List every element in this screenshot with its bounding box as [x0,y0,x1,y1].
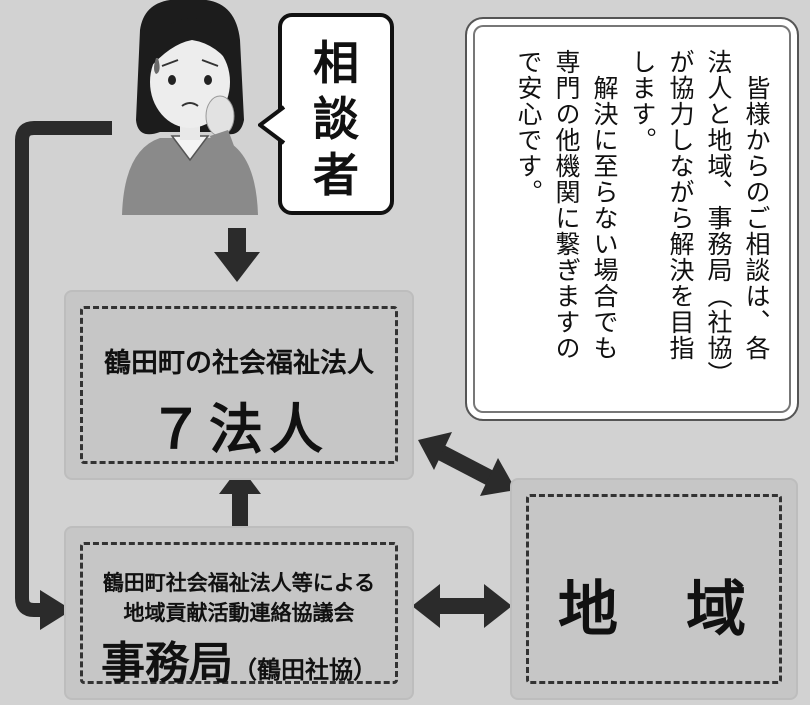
explanation-text: 皆様からのご相談は、各 法人と地域、事務局（社協） が協力しながら解決を目指 し… [514,49,771,387]
secretariat-dashed-frame: 鶴田町社会福祉法人等による 地域貢献活動連絡協議会 事務局（鶴田社協） [80,542,398,689]
corporations-title: 鶴田町の社会福祉法人 [104,348,374,379]
community-box: 地 域 [512,480,796,698]
horizontal-double-arrow-right [484,584,512,628]
horizontal-double-arrow-shaft [438,598,486,614]
down-arrow-head [214,252,260,282]
corporations-count: ７法人 [149,398,329,461]
secretariat-main-line: 事務局（鶴田社協） [83,627,395,691]
vertical-double-arrow-top [219,466,261,494]
vertical-double-arrow-shaft [232,492,248,538]
secretariat-arrowhead-left [40,590,72,630]
corporations-dashed-frame: 鶴田町の社会福祉法人 ７法人 [80,306,398,464]
community-dashed-frame: 地 域 [526,494,782,684]
secretariat-line2: 地域貢献活動連絡協議会 [123,601,355,625]
secretariat-sub: （鶴田社協） [233,656,377,684]
consultee-label-char: 相 [313,36,359,90]
consultee-label-char: 者 [313,148,359,202]
diagonal-double-arrow-right [480,458,516,496]
consultee-label: 相談者 [282,35,390,203]
corporations-box: 鶴田町の社会福祉法人 ７法人 [66,292,412,478]
consultee-to-secretariat-line [15,121,112,617]
explanation-note: 皆様からのご相談は、各 法人と地域、事務局（社協） が協力しながら解決を目指 し… [465,17,799,421]
speech-bubble-tail [258,105,286,145]
community-label: 地 域 [558,575,750,645]
horizontal-double-arrow-left [412,584,440,628]
secretariat-main: 事務局 [101,638,233,689]
consultee-label-char: 談 [313,92,359,146]
diagonal-double-arrow-shaft [436,444,494,486]
secretariat-box: 鶴田町社会福祉法人等による 地域貢献活動連絡協議会 事務局（鶴田社協） [66,528,412,698]
down-arrow-shaft [228,228,246,254]
worried-person-icon [122,0,258,215]
diagonal-double-arrow-left [418,432,452,470]
secretariat-line1: 鶴田町社会福祉法人等による [102,571,376,595]
consultee-speech-bubble: 相談者 [258,13,394,215]
